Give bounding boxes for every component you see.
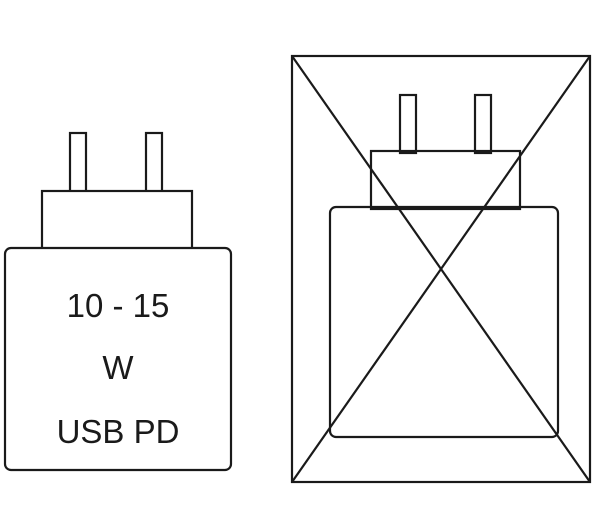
charger-right-plug-neck [369,149,522,211]
charger-standard-label: USB PD [56,413,180,450]
cross-line-2 [291,55,591,483]
charger-unit-label: W [102,349,134,386]
charger-right-frame [290,54,592,484]
charger-right-prong-left [398,93,418,155]
charger-left-plug-neck [40,189,194,251]
charger-left-body [3,246,233,472]
charger-right-prong-right [473,93,493,155]
charger-power-label: 10 - 15 [66,287,170,324]
charger-left-prong-right [144,131,164,195]
charger-left-prong-left [68,131,88,195]
charger-right [290,54,592,484]
charger-left [3,131,233,472]
charger-right-body [328,205,560,439]
